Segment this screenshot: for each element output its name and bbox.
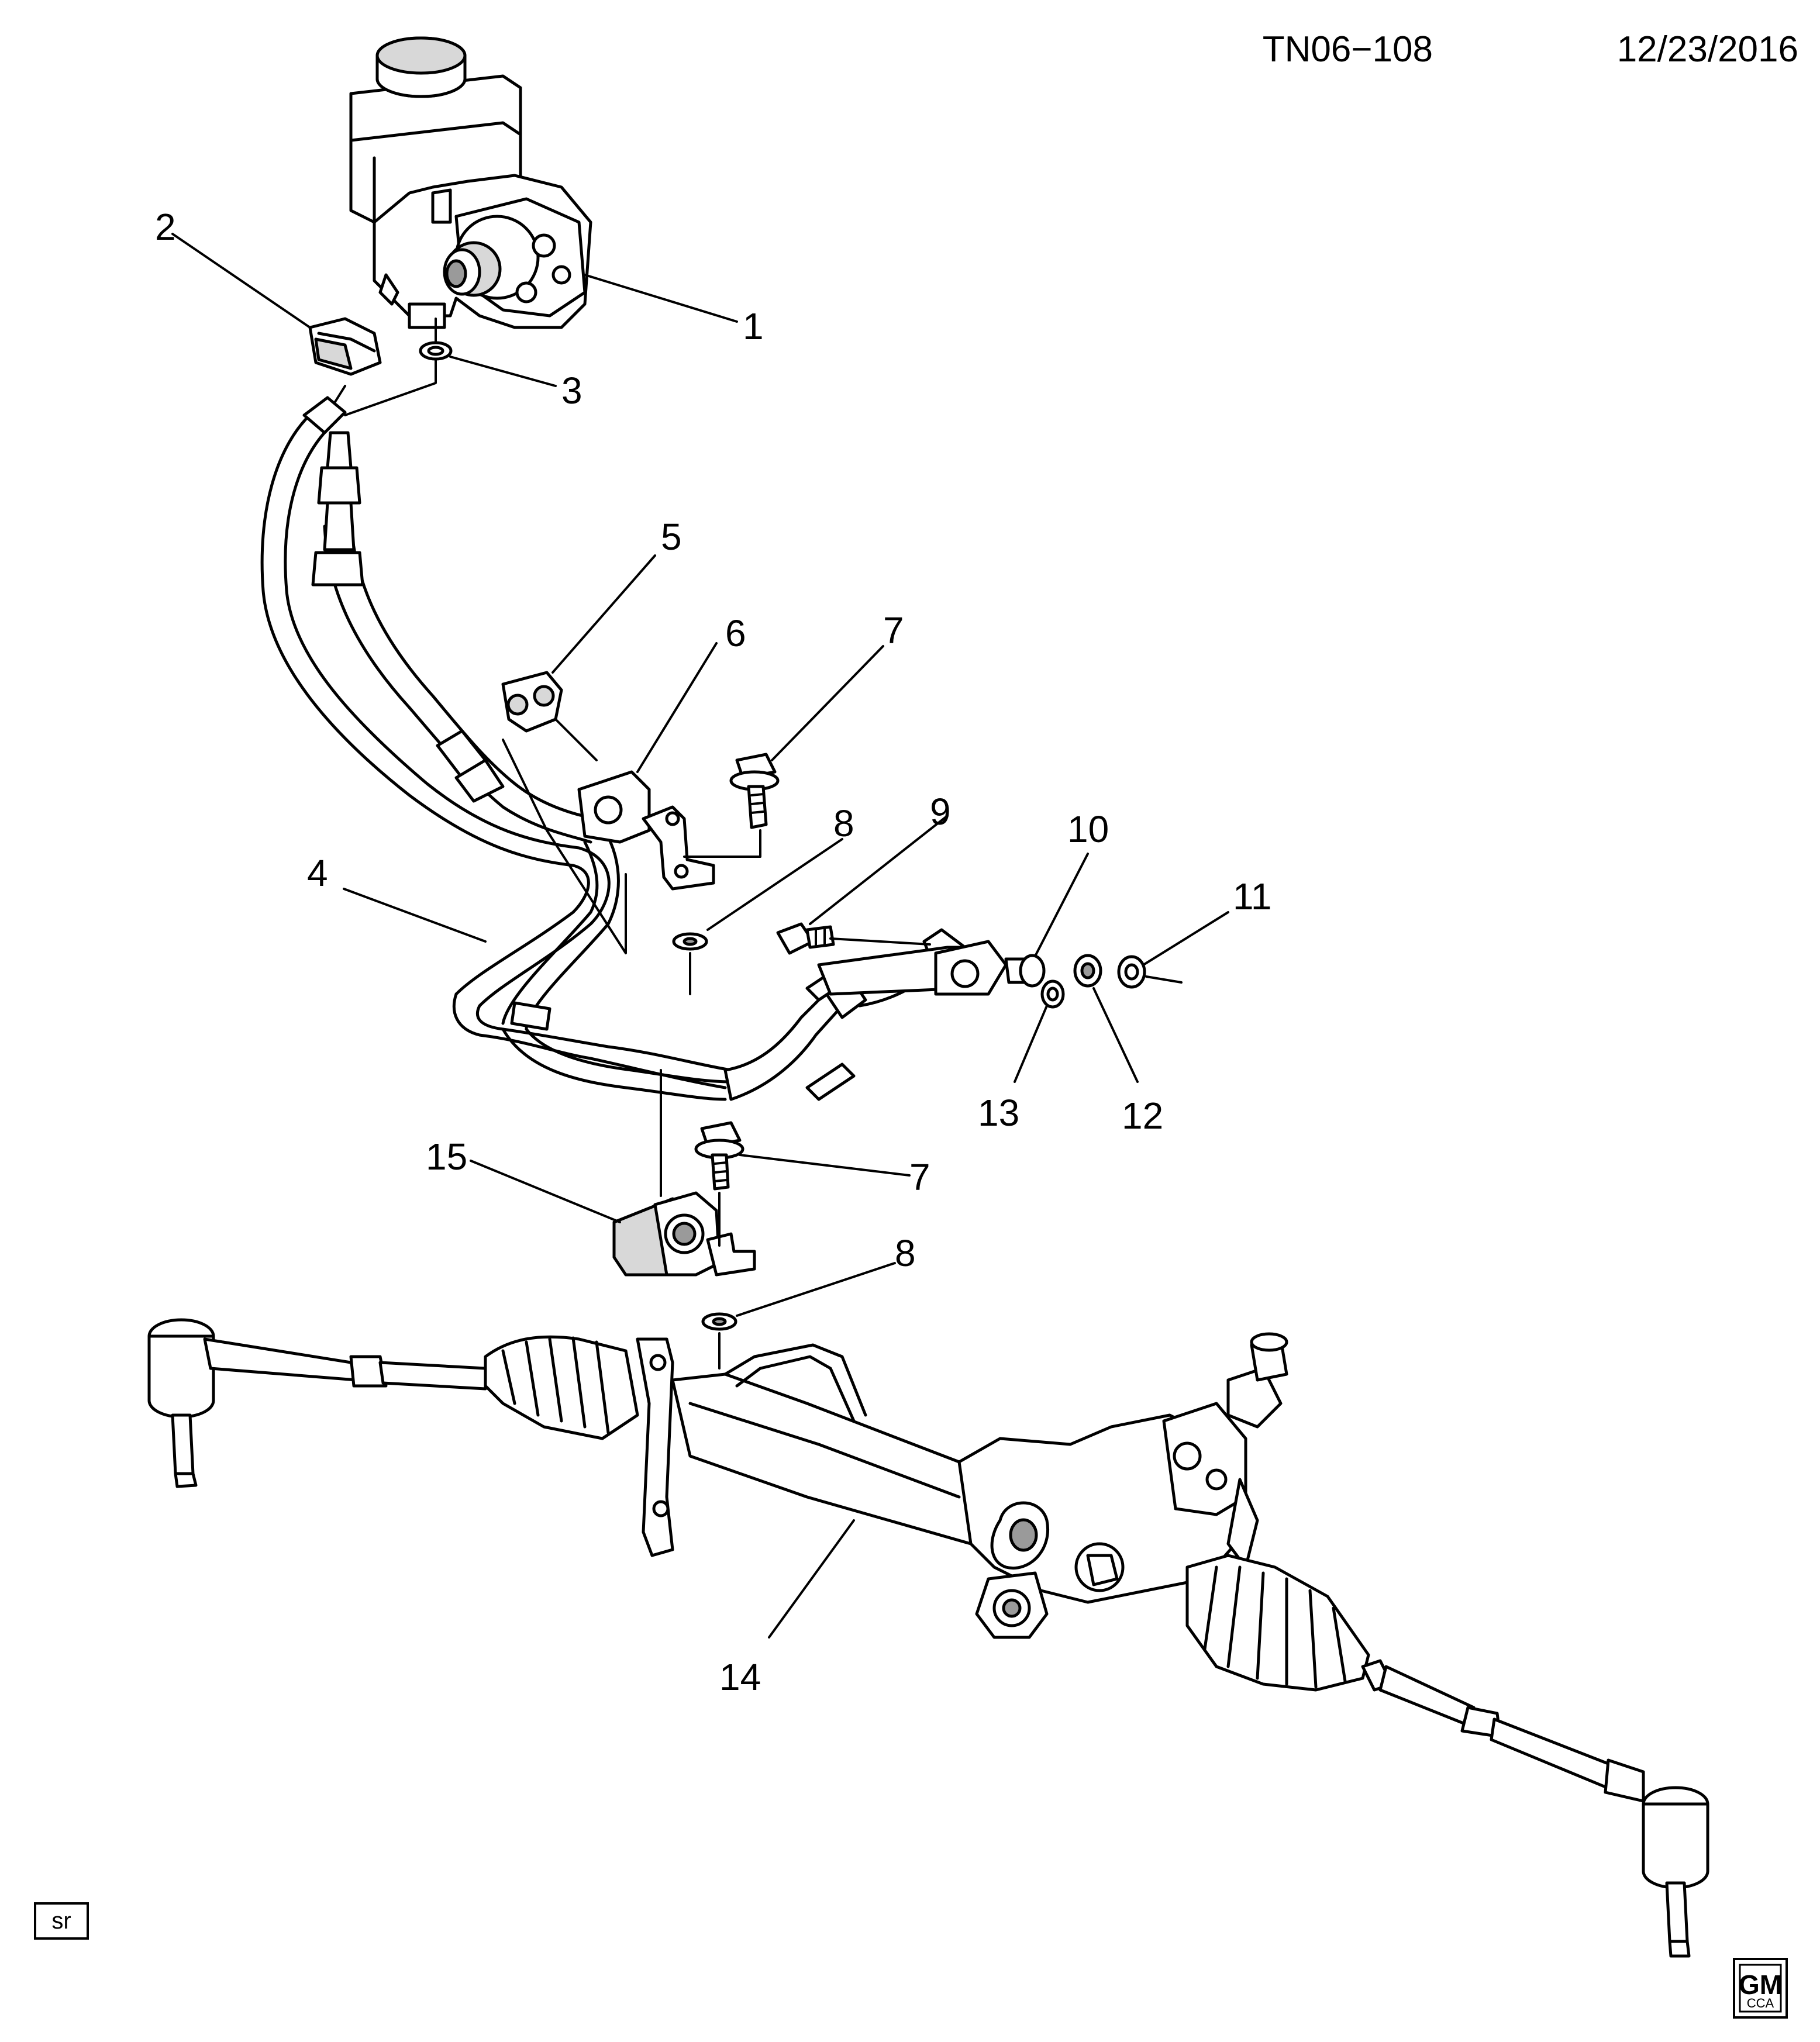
logo-text: GM xyxy=(1739,1969,1782,2000)
callout-12: 12 xyxy=(1122,1095,1163,1137)
hose-retainer-clip xyxy=(501,671,563,733)
o-ring-seal xyxy=(419,341,453,361)
power-steering-pump xyxy=(349,36,592,329)
callout-10: 10 xyxy=(1067,808,1109,850)
seal-13 xyxy=(1040,979,1065,1009)
bolt-upper xyxy=(729,753,780,829)
initials-box: sr xyxy=(34,1902,89,1940)
seal-12 xyxy=(1073,954,1102,988)
callout-14: 14 xyxy=(719,1656,761,1698)
nut-lower xyxy=(701,1312,737,1331)
callout-2: 2 xyxy=(155,206,176,248)
callout-5: 5 xyxy=(661,516,682,558)
logo-subtext: CCA xyxy=(1747,1996,1774,2010)
callout-15: 15 xyxy=(426,1136,467,1178)
bolt-lower xyxy=(694,1121,744,1191)
callout-1: 1 xyxy=(743,305,764,347)
nut-upper xyxy=(672,932,708,951)
diagram-date: 12/23/2016 xyxy=(1617,29,1798,70)
hose-insulator xyxy=(612,1191,756,1277)
steering-gear-assembly xyxy=(147,1318,1709,1958)
callout-7b: 7 xyxy=(909,1156,930,1198)
pressure-line-fitting xyxy=(817,940,1008,996)
callout-7a: 7 xyxy=(883,609,904,651)
callout-6: 6 xyxy=(725,612,746,654)
gm-logo: GM CCA xyxy=(1733,1958,1788,2019)
callout-4: 4 xyxy=(307,852,328,894)
hose-clamp xyxy=(308,317,382,376)
diagram-id: TN06−108 xyxy=(1263,29,1433,70)
seal-11 xyxy=(1117,955,1146,989)
callout-8a: 8 xyxy=(833,802,854,844)
seal-10 xyxy=(1004,954,1046,988)
initials-label: sr xyxy=(51,1908,71,1934)
hose-bracket xyxy=(577,770,715,891)
fitting-bolt xyxy=(776,922,835,955)
callout-13: 13 xyxy=(978,1092,1019,1134)
callout-9: 9 xyxy=(930,791,951,833)
callout-11: 11 xyxy=(1233,875,1271,917)
callout-8b: 8 xyxy=(895,1232,916,1274)
callout-3: 3 xyxy=(561,370,582,412)
